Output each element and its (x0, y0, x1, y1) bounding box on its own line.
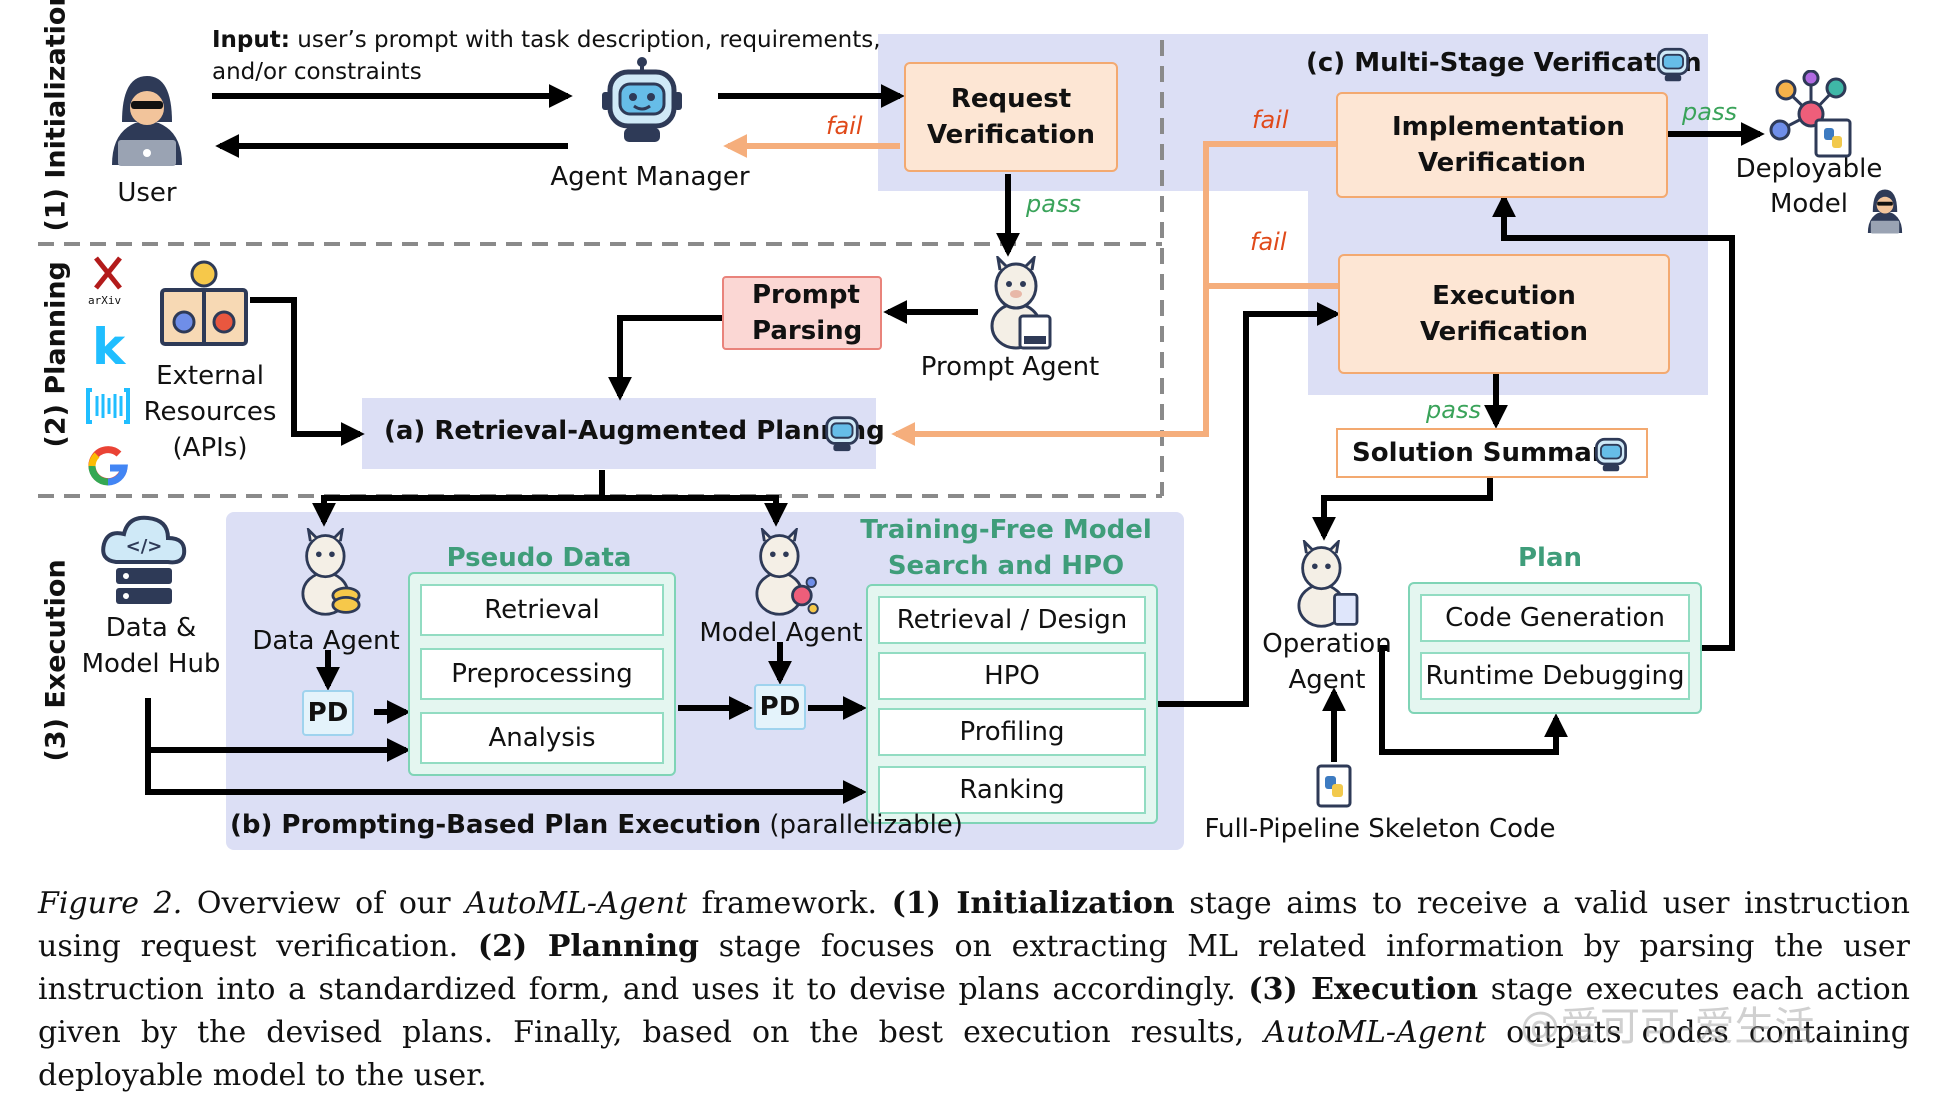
model-search-title: Training-Free Model Search and HPO (846, 512, 1166, 584)
caption-s3: (3) Execution (1248, 972, 1479, 1007)
watermark: @爱可可-爱生活 (1520, 1004, 1815, 1050)
user-hacker-icon (112, 76, 182, 166)
fail-label-request: fail (826, 112, 863, 140)
svg-text:</>: </> (126, 536, 163, 557)
stage-label-execution: (3) Execution (40, 559, 72, 762)
caption-s1: (1) Initialization (891, 886, 1175, 921)
solution-summary-label: Solution Summary (1352, 438, 1622, 468)
input-description: Input: user’s prompt with task descripti… (212, 24, 881, 88)
caption-s2: (2) Planning (477, 929, 700, 964)
plan-execution-label-bold: (b) Prompting-Based Plan Execution (230, 810, 762, 840)
caption-t5: stage executes each action given by the … (38, 972, 1911, 1050)
multi-stage-verification-label: (c) Multi-Stage Verification (1306, 48, 1702, 78)
prompt-agent-label: Prompt Agent (920, 352, 1100, 382)
model-step-profiling: Profiling (878, 708, 1146, 756)
caption-name-2: AutoML-Agent (1264, 1015, 1487, 1050)
caption-name-1: AutoML-Agent (465, 886, 688, 921)
caption-t3: stage aims to receive a valid user instr… (38, 886, 1910, 964)
deployable-model-text: Deployable Model (1735, 154, 1883, 219)
plan-execution-label-rest: (parallelizable) (761, 810, 963, 840)
huggingface-icon (86, 388, 130, 424)
caption-t1: Overview of our (182, 886, 466, 921)
pass-label-implementation: pass (1682, 98, 1737, 126)
book-gears-icon (160, 260, 248, 346)
arxiv-icon (94, 256, 122, 290)
input-line1: user’s prompt with task description, req… (289, 27, 881, 53)
model-search-title-line1: Training-Free Model (860, 515, 1152, 545)
pass-label-execution: pass (1426, 396, 1481, 424)
skeleton-code-label: Full-Pipeline Skeleton Code (1204, 814, 1556, 844)
pseudo-step-analysis: Analysis (420, 712, 664, 764)
model-step-retrieval-design: Retrieval / Design (878, 596, 1146, 644)
prompt-parsing-box: Prompt Parsing (722, 276, 882, 350)
external-resources-text: External Resources (APIs) (143, 361, 277, 463)
impl-step-code-generation: Code Generation (1420, 594, 1690, 642)
alpaca-icon (755, 528, 819, 616)
retrieval-planning-label: (a) Retrieval-Augmented Planning (384, 416, 885, 446)
fail-label-implementation: fail (1252, 106, 1289, 134)
input-line2: and/or constraints (212, 59, 422, 85)
robot-icon (1657, 47, 1689, 82)
model-pd-box: PD (754, 684, 806, 730)
caption-fig: Figure 2. (38, 886, 183, 921)
deployable-model-label: Deployable Model (1724, 152, 1894, 222)
user-hacker-icon (1867, 189, 1903, 234)
execution-verification-box: Execution Verification (1338, 254, 1670, 374)
network-model-icon (1769, 70, 1852, 158)
request-verification-label: Request Verification (926, 84, 1095, 150)
kaggle-icon: k (92, 318, 126, 376)
plan-execution-label: (b) Prompting-Based Plan Execution (para… (230, 810, 963, 840)
stage-label-planning: (2) Planning (40, 261, 72, 448)
python-file-icon (1316, 764, 1352, 808)
google-icon (88, 446, 128, 486)
model-step-ranking: Ranking (878, 766, 1146, 814)
pass-label-request: pass (1026, 190, 1081, 218)
agent-manager-label: Agent Manager (550, 162, 750, 192)
alpaca-icon (1297, 540, 1359, 628)
alpaca-icon (990, 256, 1052, 350)
input-prefix: Input: (212, 27, 290, 53)
robot-icon (1595, 437, 1627, 472)
model-step-hpo: HPO (878, 652, 1146, 700)
impl-step-runtime-debugging: Runtime Debugging (1420, 652, 1690, 700)
connector-diagram (38, 40, 1765, 804)
user-label: User (117, 178, 177, 208)
request-verification-box: Request Verification (904, 62, 1118, 172)
implementation-verification-box: Implementation Verification (1336, 92, 1668, 198)
robot-icon (602, 57, 682, 142)
stage-label-initialization: (1) Initialization (40, 0, 72, 232)
data-model-hub-label: Data & Model Hub (76, 610, 226, 682)
prompt-parsing-label: Prompt Parsing (752, 280, 863, 346)
arxiv-label: arXiv (88, 294, 122, 307)
model-agent-label: Model Agent (699, 618, 863, 648)
execution-verification-label: Execution Verification (1419, 281, 1588, 347)
cloud-server-icon: </> (101, 515, 187, 604)
data-pd-box: PD (302, 690, 354, 736)
operation-agent-label: Operation Agent (1252, 626, 1402, 698)
data-model-hub-text: Data & Model Hub (81, 613, 221, 679)
caption-t2: framework. (687, 886, 892, 921)
model-search-title-line2: Search and HPO (887, 551, 1125, 581)
fail-label-execution: fail (1250, 228, 1287, 256)
pseudo-step-retrieval: Retrieval (420, 584, 664, 636)
data-agent-label: Data Agent (252, 626, 400, 656)
operation-agent-text: Operation Agent (1262, 629, 1392, 695)
external-resources-label: External Resources (APIs) (140, 358, 280, 466)
figure-caption: Figure 2. Overview of our AutoML-Agent f… (38, 882, 1910, 1097)
caption-t4: stage focuses on extracting ML related i… (38, 929, 1910, 1007)
alpaca-icon (301, 528, 361, 616)
implementation-verification-label: Implementation Verification (1392, 112, 1625, 178)
multi-stage-verification-title: (c) Multi-Stage Verification (1306, 48, 1702, 78)
pseudo-step-preprocessing: Preprocessing (420, 648, 664, 700)
robot-icon (825, 416, 859, 452)
retrieval-planning-region (362, 398, 876, 469)
